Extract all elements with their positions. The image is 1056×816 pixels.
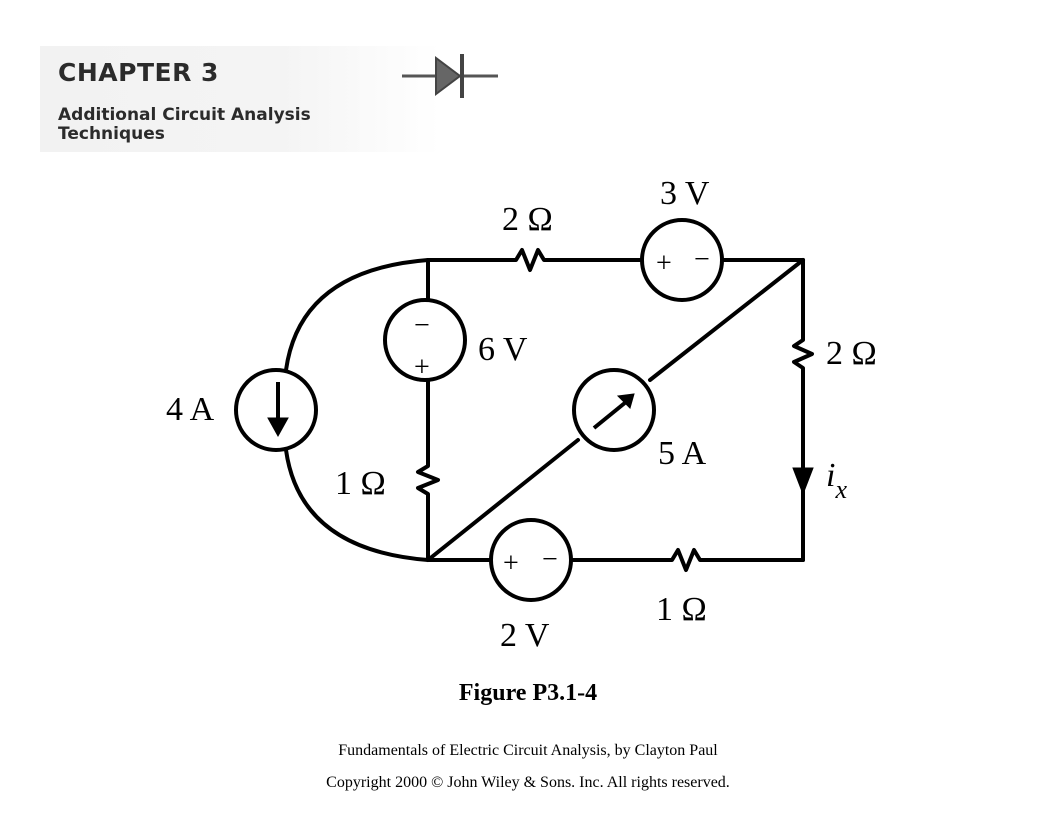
figure-caption: Figure P3.1-4 (458, 680, 598, 706)
left-arc-top (284, 258, 430, 372)
label-v-top: 3 V (660, 175, 710, 212)
voltage-source-3v (640, 218, 724, 302)
chapter-subtitle-line2: Techniques (58, 124, 165, 144)
diode-logo-icon (402, 54, 498, 98)
chapter-banner: CHAPTER 3 Additional Circuit Analysis Te… (40, 46, 500, 152)
label-r-top: 2 Ω (502, 201, 553, 238)
label-r-right: 2 Ω (826, 335, 877, 372)
label-r-bottom: 1 Ω (656, 591, 707, 628)
v3-minus: − (694, 244, 710, 275)
voltage-source-2v (489, 518, 573, 602)
v3-plus: + (656, 248, 672, 279)
chapter-subtitle: Additional Circuit Analysis Techniques (58, 106, 311, 144)
voltage-source-6v (383, 298, 467, 382)
label-v-mid: 6 V (478, 331, 528, 368)
chapter-title: CHAPTER 3 (58, 58, 219, 87)
v2-plus: + (503, 548, 519, 579)
right-wire (792, 258, 814, 562)
diagonal-wire-lower (426, 438, 580, 562)
left-arc-bottom (284, 448, 430, 562)
diagonal-wire-upper (648, 258, 805, 382)
arrow-5a-head (616, 393, 635, 409)
banner-background (40, 46, 440, 152)
label-v-bottom: 2 V (500, 617, 550, 654)
v6-plus: + (414, 352, 430, 383)
mid-wire-bottom (416, 378, 440, 562)
label-i-center: 5 A (658, 435, 707, 472)
arrow-5a-shaft (592, 400, 628, 430)
copyright-notice: Copyright 2000 © John Wiley & Sons. Inc.… (326, 774, 730, 791)
arrow-4a-head (267, 417, 289, 438)
top-wire (426, 248, 642, 272)
current-ix-arrow-icon (792, 467, 814, 496)
book-credit: Fundamentals of Electric Circuit Analysi… (338, 742, 718, 759)
label-ix-sub: x (834, 475, 847, 504)
label-ix-main: i (826, 457, 835, 494)
bottom-wire-right (570, 548, 805, 572)
v6-minus: − (414, 310, 430, 341)
chapter-subtitle-line1: Additional Circuit Analysis (58, 105, 311, 125)
label-ix: ix (826, 457, 847, 504)
label-r-left: 1 Ω (335, 465, 386, 502)
v2-minus: − (542, 544, 558, 575)
label-i-left: 4 A (166, 391, 215, 428)
